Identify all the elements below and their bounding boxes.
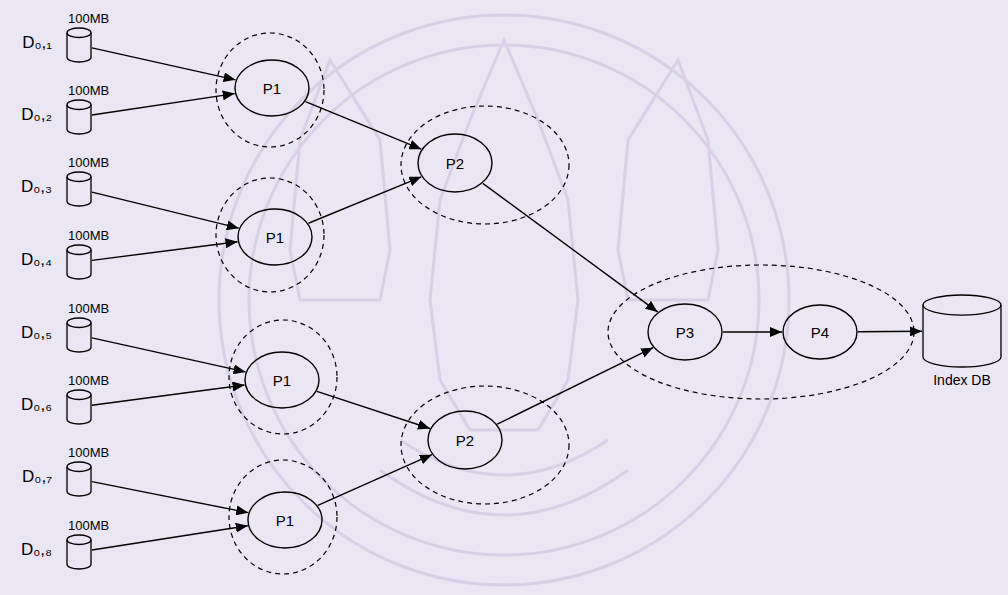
group-boundary: P1 [215,177,325,293]
process-circle: P2 [417,133,493,193]
data-cylinder: 100MBD₀,₈ [66,535,92,569]
dataset-label: D₀,₇ [22,468,52,485]
data-cylinder: 100MBD₀,₃ [66,172,92,206]
data-cylinder-outline [66,462,92,496]
process-label: P4 [811,324,829,341]
process-label: P1 [276,512,294,529]
flow-arrow [497,348,653,424]
data-cylinder-outline [66,100,92,134]
flow-arrow [92,526,248,550]
flow-arrow [92,242,238,261]
dataset-label: D₀,₁ [22,34,52,51]
process-circle: P1 [237,208,313,266]
data-cylinder-outline [66,245,92,279]
process-circle: P4 [782,304,858,360]
size-label: 100MB [68,229,109,242]
dataset-label: D₀,₆ [21,396,52,413]
data-cylinder-outline [66,28,92,62]
process-label: P1 [263,80,281,97]
process-label: P2 [446,155,464,172]
dataset-label: D₀,₂ [21,106,52,123]
flow-arrow [858,331,922,333]
flow-arrow [92,48,236,80]
data-cylinder: 100MBD₀,₇ [66,462,92,496]
process-circle: P1 [244,351,320,409]
flow-arrow [92,94,235,115]
dataset-label: D₀,₃ [21,178,52,195]
data-cylinder: 100MBD₀,₂ [66,100,92,134]
flow-arrow [318,455,432,506]
group-boundary: P2 [400,105,570,225]
data-cylinder: 100MBD₀,₆ [66,390,92,424]
process-circle: P2 [427,410,503,470]
data-cylinder-outline [66,172,92,206]
process-label: P1 [266,229,284,246]
data-cylinder-outline [66,535,92,569]
database-cylinder: Index DB [922,295,1002,367]
process-circle: P1 [247,491,323,549]
database-cylinder-outline [922,295,1002,367]
flow-arrow [308,177,421,223]
flow-arrow [92,338,246,372]
group-boundary: P1 [228,319,338,435]
flow-arrow [92,385,245,405]
size-label: 100MB [68,519,109,532]
flow-arrow [483,183,658,311]
data-cylinder-outline [66,390,92,424]
data-cylinder: 100MBD₀,₁ [66,28,92,62]
group-boundary: P2 [400,385,570,505]
size-label: 100MB [68,156,109,169]
group-boundary: P1 [228,459,338,575]
process-label: P3 [676,324,694,341]
size-label: 100MB [68,84,109,97]
group-boundary-outline [607,264,915,400]
group-boundary-outline [400,385,570,505]
data-cylinder: 100MBD₀,₄ [66,245,92,279]
flow-arrow [92,482,248,513]
data-cylinder: 100MBD₀,₅ [66,318,92,352]
data-cylinder-outline [66,318,92,352]
flow-arrow [723,331,782,332]
size-label: 100MB [68,12,109,25]
size-label: 100MB [68,374,109,387]
size-label: 100MB [68,302,109,315]
process-label: P1 [273,372,291,389]
dataset-label: D₀,₈ [21,541,52,558]
dataset-label: D₀,₄ [21,251,52,268]
group-boundary: P1 [215,32,325,148]
flow-arrow [305,102,421,149]
database-label: Index DB [933,373,991,387]
size-label: 100MB [68,446,109,459]
group-boundary: P3 P4 [607,264,915,400]
dataset-label: D₀,₅ [21,324,52,341]
group-boundary-outline [400,105,570,225]
process-circle: P3 [647,303,723,361]
flow-arrow [92,192,239,228]
process-circle: P1 [234,59,310,117]
process-label: P2 [456,432,474,449]
